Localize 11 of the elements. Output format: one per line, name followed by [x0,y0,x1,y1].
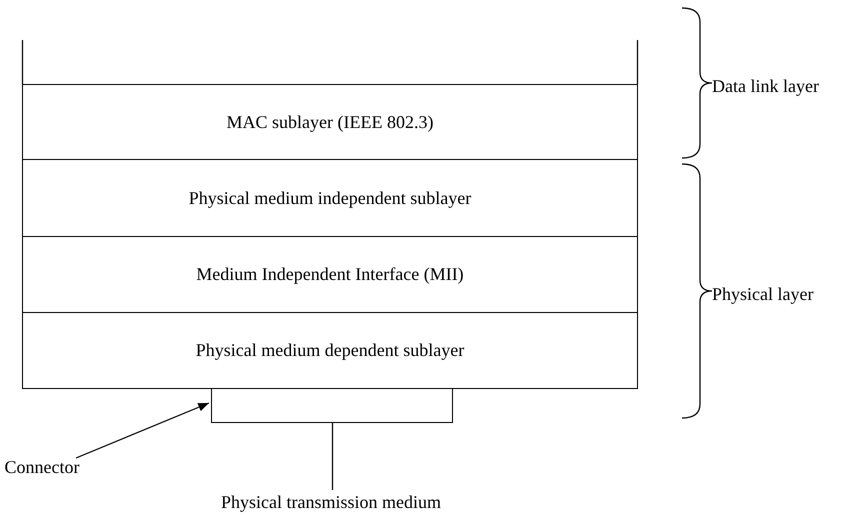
layer-label: Data link layer [712,75,819,98]
layer-box: Medium Independent Interface (MII) [22,237,638,313]
layer-label: Physical layer [712,283,814,306]
connector-box [211,389,453,423]
layer-box: Physical medium dependent sublayer [22,313,638,389]
text-label: Physical transmission medium [206,490,456,514]
leader-arrow [76,402,210,459]
connector-line [332,423,334,490]
layer-box: Physical medium independent sublayer [22,160,638,237]
text-label: Connector [2,456,82,478]
layer-box: MAC sublayer (IEEE 802.3) [22,84,638,160]
